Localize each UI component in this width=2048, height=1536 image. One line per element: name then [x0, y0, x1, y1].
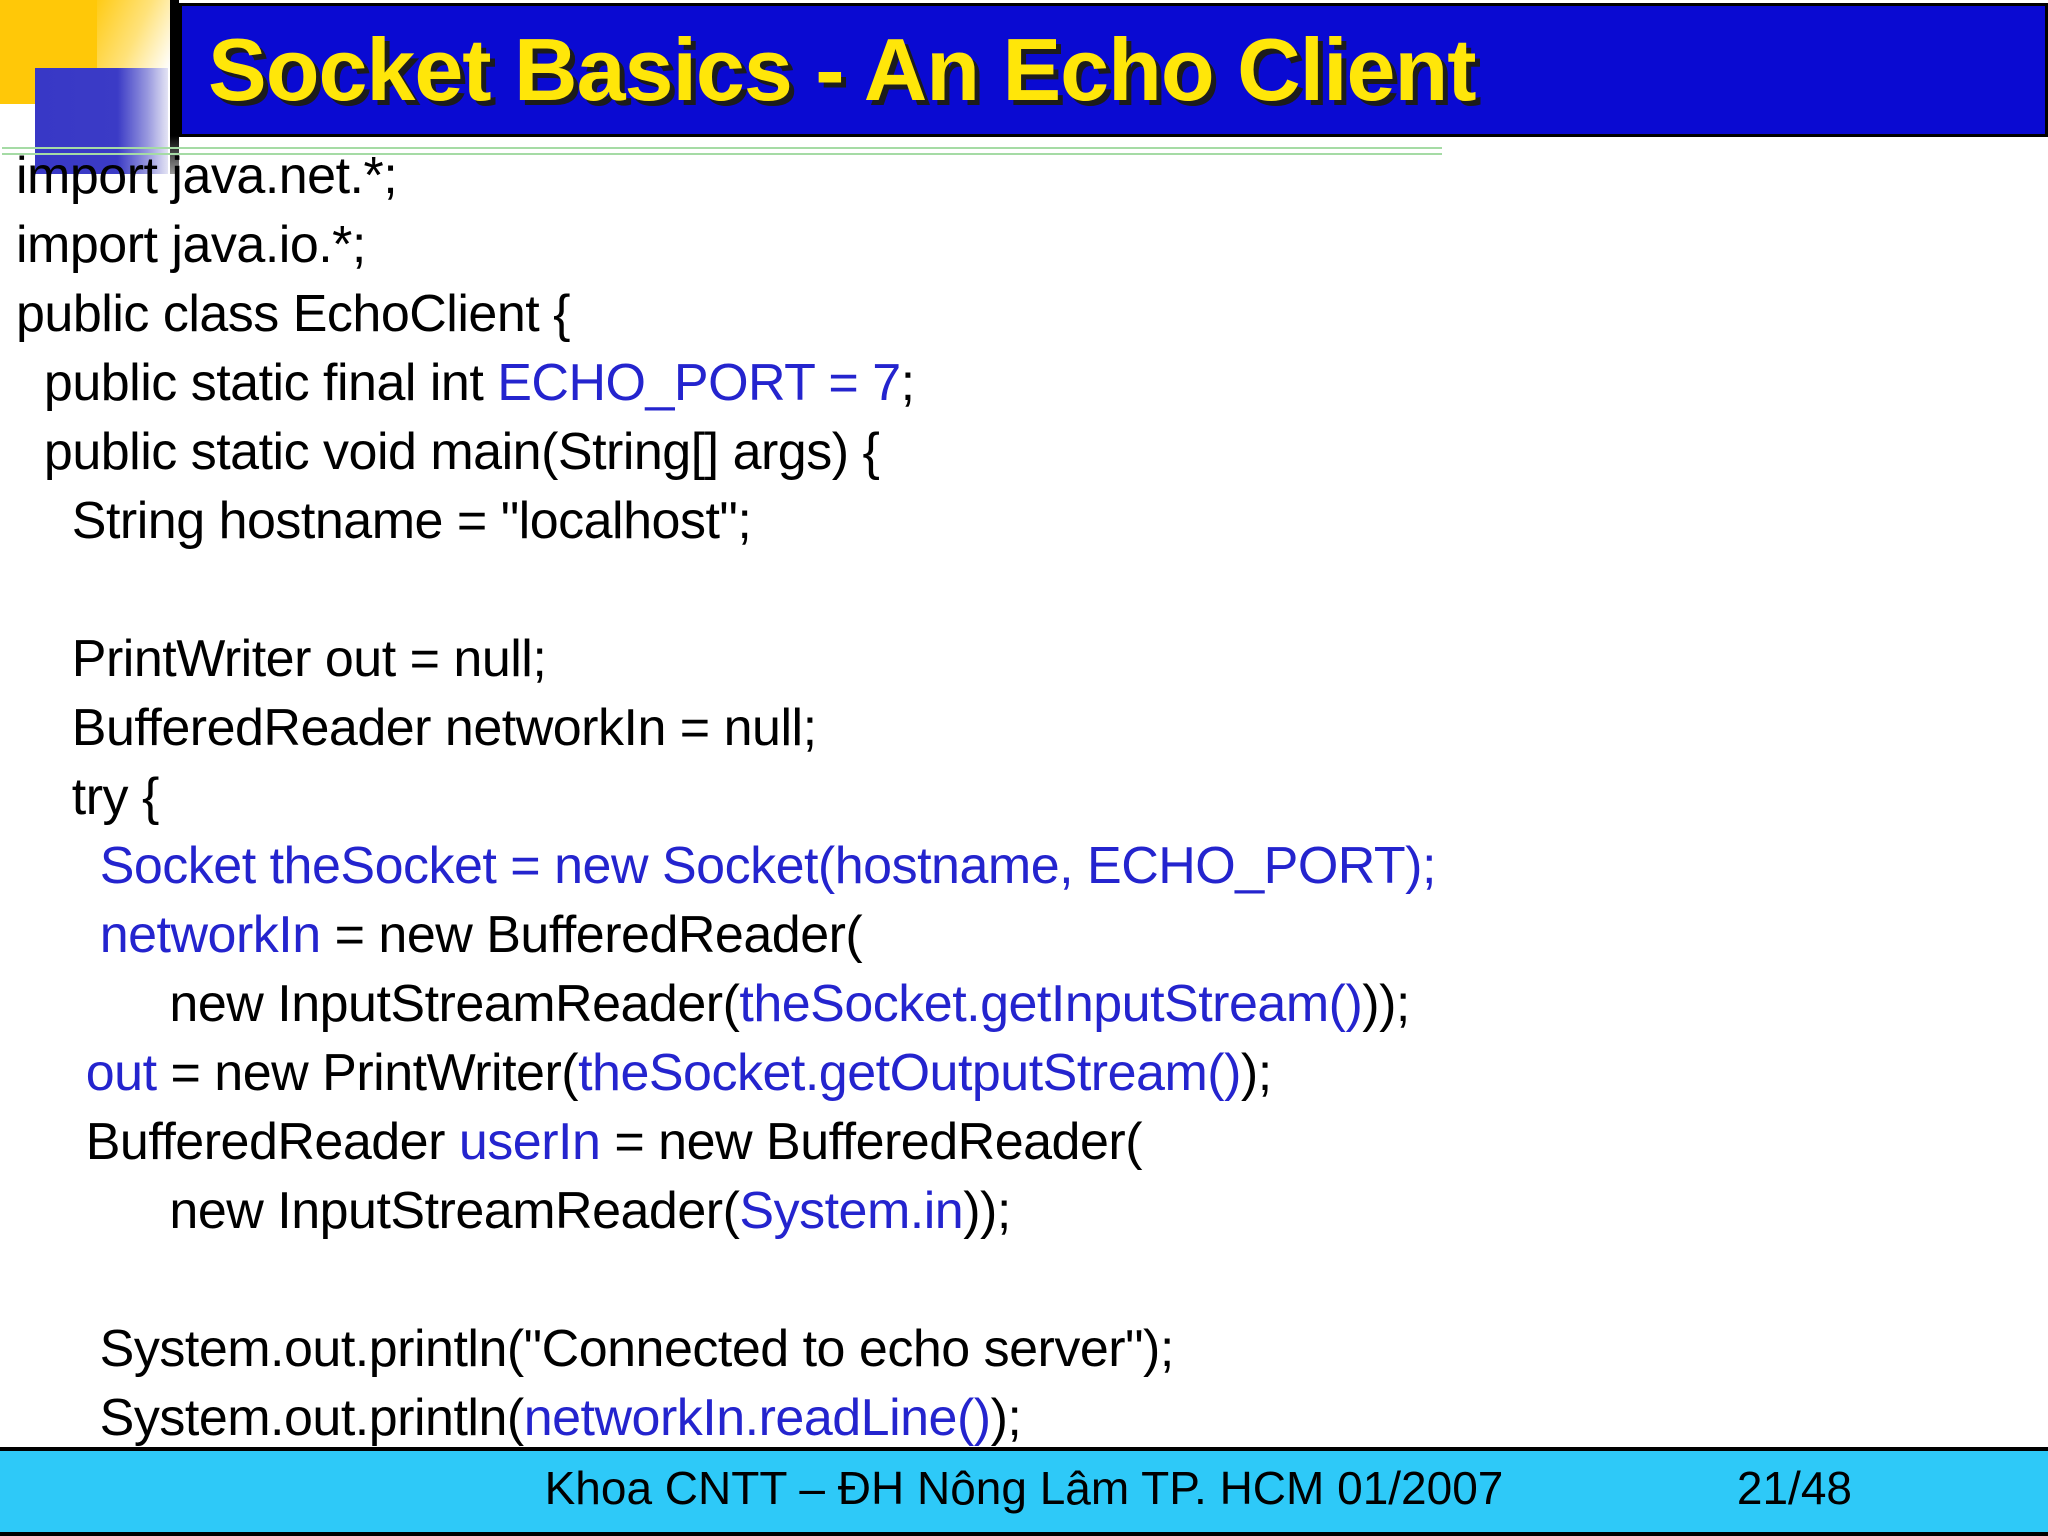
code-line: new InputStreamReader(theSocket.getInput…	[16, 970, 1436, 1039]
code-segment: try {	[16, 768, 160, 826]
code-segment: theSocket.getOutputStream()	[578, 1044, 1241, 1102]
code-segment: );	[990, 1389, 1022, 1447]
code-segment: public class EchoClient {	[16, 285, 571, 343]
code-line: new InputStreamReader(System.in));	[16, 1177, 1436, 1246]
code-line: import java.io.*;	[16, 211, 1436, 280]
code-segment: ;	[900, 354, 915, 412]
code-line: Socket theSocket = new Socket(hostname, …	[16, 832, 1437, 901]
code-segment: System.out.println("Connected to echo se…	[16, 1320, 1175, 1378]
code-segment: System.out.println(	[16, 1389, 525, 1447]
footer-bar: Khoa CNTT – ĐH Nông Lâm TP. HCM 01/2007 …	[0, 1447, 2048, 1536]
code-line: String hostname = "localhost";	[16, 487, 1436, 556]
code-segment: networkIn.readLine()	[523, 1389, 991, 1447]
code-segment: userIn	[458, 1113, 601, 1171]
code-segment	[16, 1044, 86, 1102]
slide-title: Socket Basics - An Echo Client	[208, 20, 1477, 119]
code-line: public class EchoClient {	[16, 280, 1436, 349]
code-line: PrintWriter out = null;	[16, 625, 1436, 694]
code-line: out = new PrintWriter(theSocket.getOutpu…	[16, 1039, 1436, 1108]
code-segment: = new PrintWriter(	[156, 1044, 579, 1102]
code-line	[16, 556, 1436, 625]
code-segment: networkIn	[99, 906, 321, 964]
divider-lines	[2, 147, 1442, 155]
page-number: 21/48	[1736, 1462, 1852, 1514]
code-segment	[16, 837, 100, 895]
code-block: import java.net.*; import java.io.*; publi…	[16, 142, 1436, 1453]
code-segment: System.in	[739, 1182, 964, 1240]
code-segment: import java.net.*;	[16, 147, 398, 205]
code-line: System.out.println("Connected to echo se…	[16, 1315, 1436, 1384]
code-line: System.out.println(networkIn.readLine())…	[16, 1384, 1436, 1453]
code-segment: ));	[963, 1182, 1011, 1240]
code-segment: ));	[1362, 975, 1410, 1033]
code-line: public static final int ECHO_PORT = 7;	[16, 349, 1436, 418]
code-line: public static void main(String[] args) {	[16, 418, 1436, 487]
code-segment: public static final int	[16, 354, 498, 412]
code-segment: public static void main(String[] args) {	[16, 423, 880, 481]
code-segment: BufferedReader	[16, 1113, 459, 1171]
code-segment: Socket theSocket = new Socket(hostname, …	[99, 837, 1437, 895]
code-segment: = new BufferedReader(	[600, 1113, 1143, 1171]
code-segment: theSocket.getInputStream()	[739, 975, 1363, 1033]
code-line	[16, 1246, 1436, 1315]
code-segment: );	[1240, 1044, 1272, 1102]
code-segment: import java.io.*;	[16, 216, 366, 274]
code-segment: new InputStreamReader(	[16, 1182, 740, 1240]
title-bar: Socket Basics - An Echo Client	[179, 3, 2048, 137]
code-line: BufferedReader networkIn = null;	[16, 694, 1436, 763]
code-line: networkIn = new BufferedReader(	[16, 901, 1436, 970]
code-line: try {	[16, 763, 1436, 832]
code-segment: BufferedReader networkIn = null;	[16, 699, 817, 757]
decor-blue-square	[35, 68, 168, 174]
code-line: BufferedReader userIn = new BufferedRead…	[16, 1108, 1436, 1177]
code-segment: out	[85, 1044, 157, 1102]
code-line: import java.net.*;	[16, 142, 1436, 211]
code-segment: = new BufferedReader(	[320, 906, 863, 964]
decor-black-bar	[170, 0, 179, 174]
footer-text: Khoa CNTT – ĐH Nông Lâm TP. HCM 01/2007	[544, 1462, 1504, 1514]
code-segment: String hostname = "localhost";	[16, 492, 752, 550]
code-segment: ECHO_PORT = 7	[497, 354, 901, 412]
code-segment: PrintWriter out = null;	[16, 630, 547, 688]
code-segment: new InputStreamReader(	[16, 975, 740, 1033]
code-segment	[16, 906, 100, 964]
